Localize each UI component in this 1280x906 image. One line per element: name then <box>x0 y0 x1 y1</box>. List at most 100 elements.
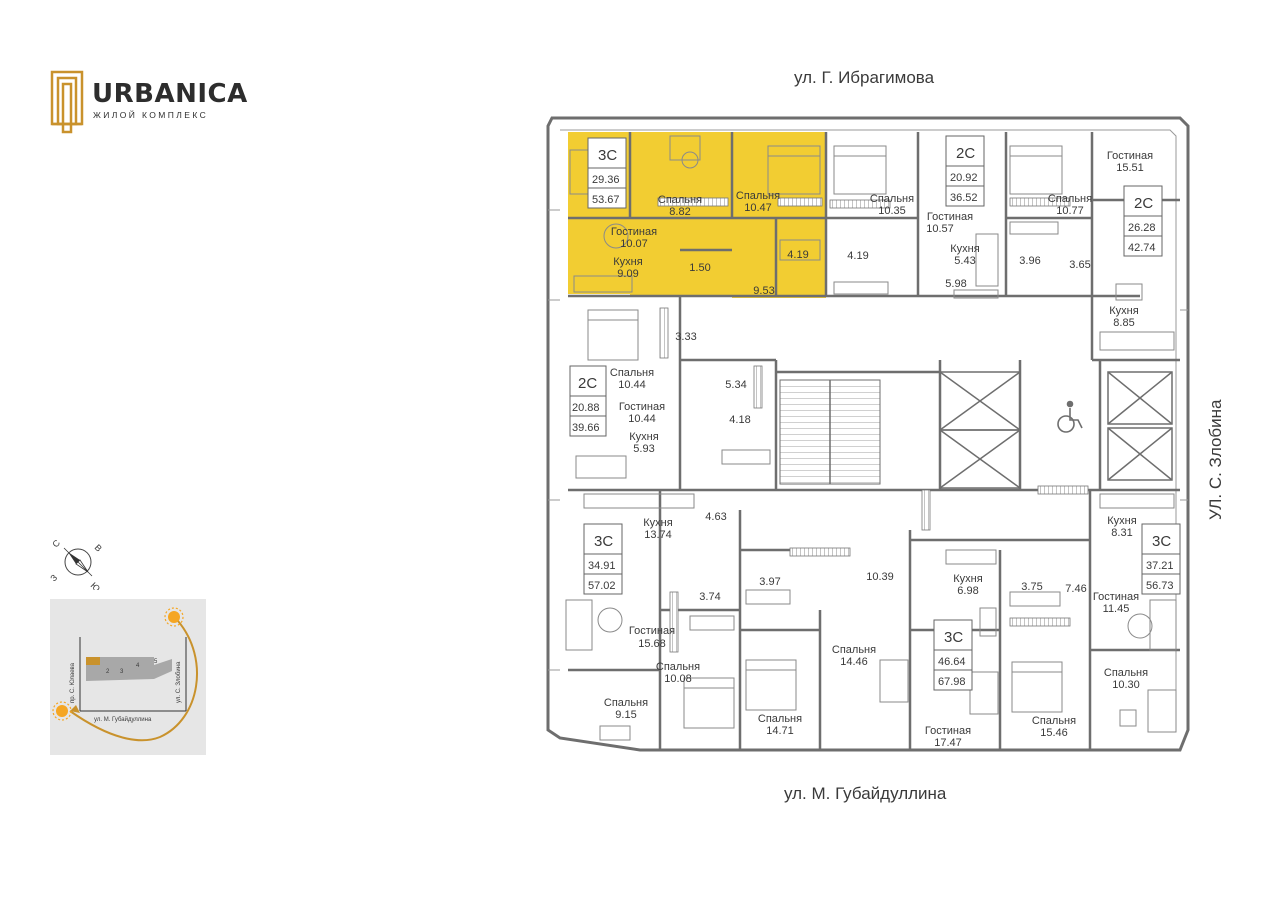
brand-tagline: ЖИЛОЙ КОМПЛЕКС <box>93 110 209 120</box>
apt-type: 3С <box>594 533 613 550</box>
apt-type: 3С <box>598 147 617 164</box>
apt-living-area: 26.28 <box>1128 222 1156 234</box>
room-area: 10.35 <box>878 205 906 217</box>
apt-total-area: 57.02 <box>588 580 616 592</box>
room-name: Спальня <box>604 697 648 709</box>
room-area: 3.74 <box>699 591 720 603</box>
apt-living-area: 20.92 <box>950 172 978 184</box>
compass-rose: С В З Ю <box>48 534 106 593</box>
apt-badge[interactable]: 2С 20.92 36.52 <box>945 135 985 207</box>
room-name: Спальня <box>610 367 654 379</box>
room-name: Гостиная <box>611 226 657 238</box>
furniture <box>565 135 1177 741</box>
room-area: 9.53 <box>753 285 774 297</box>
sun-east-icon <box>164 607 184 627</box>
apt-badge[interactable]: 3С 46.64 67.98 <box>933 619 973 691</box>
room-name: Гостиная <box>925 725 971 737</box>
room-name: Спальня <box>656 661 700 673</box>
room-area: 1.50 <box>689 262 710 274</box>
room-area: 15.46 <box>1040 727 1068 739</box>
apt-type: 3С <box>944 629 963 646</box>
apt-living-area: 29.36 <box>592 174 620 186</box>
room-name: Спальня <box>1048 193 1092 205</box>
room-name: Кухня <box>613 256 642 268</box>
room-area: 10.39 <box>866 571 894 583</box>
room-name: Кухня <box>1109 305 1138 317</box>
minimap-street-right: ул. С. Злобина <box>176 661 182 703</box>
minimap-block-3: 3 <box>120 669 124 675</box>
room-name: Спальня <box>832 644 876 656</box>
room-name: Кухня <box>629 431 658 443</box>
elevator-shafts <box>939 371 1173 489</box>
minimap-street-left: пр. С. Юлаева <box>70 662 76 703</box>
facade-lines <box>548 129 1188 732</box>
apt-badges: 3С 29.36 53.67 2С 20.92 36.52 2С 26.28 4… <box>569 135 1181 691</box>
brand-name: URBANICA <box>92 79 248 109</box>
floor-plan: 3С 29.36 53.67 2С 20.92 36.52 2С 26.28 4… <box>540 110 1200 770</box>
room-area: 10.47 <box>744 202 772 214</box>
room-area: 4.19 <box>787 249 808 261</box>
room-area: 13.74 <box>644 529 672 541</box>
urbanica-logo: URBANICA ЖИЛОЙ КОМПЛЕКС <box>50 70 247 136</box>
room-area: 10.44 <box>618 379 646 391</box>
apt-living-area: 34.91 <box>588 560 616 572</box>
apt-total-area: 42.74 <box>1128 242 1156 254</box>
room-area: 3.75 <box>1021 581 1042 593</box>
apt-total-area: 56.73 <box>1146 580 1174 592</box>
room-area: 10.44 <box>628 413 656 425</box>
apt-badge[interactable]: 3С 29.36 53.67 <box>587 137 627 209</box>
apt-total-area: 53.67 <box>592 194 620 206</box>
apt-type: 3С <box>1152 533 1171 550</box>
apt-total-area: 36.52 <box>950 192 978 204</box>
room-area: 3.96 <box>1019 255 1040 267</box>
sun-west-icon <box>52 701 72 721</box>
room-area: 17.47 <box>934 737 962 749</box>
room-area: 3.65 <box>1069 259 1090 271</box>
compass-e: В <box>93 542 104 553</box>
room-name: Кухня <box>643 517 672 529</box>
site-minimap: 2 3 4 5 ул. М. Губайдуллина пр. С. Юлаев… <box>50 599 206 755</box>
room-area: 11.45 <box>1103 603 1130 615</box>
highlighted-apartment[interactable] <box>568 132 826 298</box>
minimap-current-block <box>86 657 100 665</box>
minimap-block-4: 4 <box>136 663 140 669</box>
room-name: Спальня <box>758 713 802 725</box>
apt-badge[interactable]: 3С 37.21 56.73 <box>1141 523 1181 595</box>
room-name: Спальня <box>658 194 702 206</box>
apt-living-area: 20.88 <box>572 402 600 414</box>
apt-living-area: 46.64 <box>938 656 966 668</box>
room-name: Гостиная <box>1107 150 1153 162</box>
room-name: Гостиная <box>927 211 973 223</box>
room-name: Гостиная <box>629 625 675 637</box>
minimap-block-2: 2 <box>106 669 110 675</box>
apt-badge[interactable]: 2С 26.28 42.74 <box>1123 185 1163 257</box>
compass-w: З <box>50 572 59 583</box>
apt-type: 2С <box>1134 195 1153 212</box>
room-area: 10.30 <box>1112 679 1140 691</box>
room-name: Кухня <box>953 573 982 585</box>
room-area: 8.31 <box>1111 527 1132 539</box>
room-name: Гостиная <box>619 401 665 413</box>
apt-badge[interactable]: 2С 20.88 39.66 <box>569 365 607 437</box>
room-area: 14.71 <box>766 725 794 737</box>
room-area: 4.19 <box>847 250 868 262</box>
minimap-block-5: 5 <box>154 659 158 665</box>
room-area: 3.33 <box>675 331 696 343</box>
street-label-right: УЛ. С. Злобина <box>1206 399 1225 520</box>
apt-type: 2С <box>956 145 975 162</box>
room-area: 9.09 <box>617 268 638 280</box>
apt-total-area: 39.66 <box>572 422 600 434</box>
room-name: Спальня <box>736 190 780 202</box>
room-area: 5.98 <box>945 278 966 290</box>
room-name: Спальня <box>870 193 914 205</box>
room-area: 5.43 <box>954 255 975 267</box>
room-area: 9.15 <box>615 709 636 721</box>
room-name: Кухня <box>1107 515 1136 527</box>
apt-badge[interactable]: 3С 34.91 57.02 <box>583 523 623 595</box>
room-area: 15.68 <box>638 638 666 650</box>
room-area: 4.18 <box>729 414 750 426</box>
room-area: 10.07 <box>620 238 648 250</box>
room-area: 5.34 <box>725 379 746 391</box>
street-label-bottom: ул. М. Губайдуллина <box>784 784 947 803</box>
room-area: 14.46 <box>840 656 868 668</box>
